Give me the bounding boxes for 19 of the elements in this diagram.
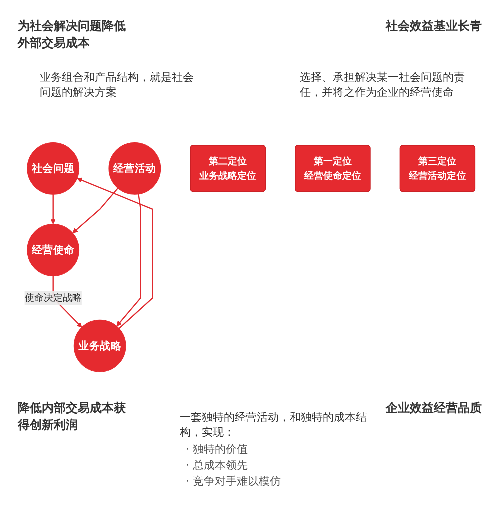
node-circle: 经营活动	[108, 142, 162, 195]
arrow	[116, 194, 142, 327]
description-text: 选择、承担解决某一社会问题的责任，并将之作为企业的经营使命	[300, 70, 466, 100]
node-circle: 社会问题	[27, 142, 80, 195]
description-text: 一套独特的经营活动，和独特的成本结构，实现：	[180, 410, 368, 440]
node-circle: 业务战略	[74, 320, 126, 372]
bullet-item: · 总成本领先	[186, 458, 249, 473]
arrow	[77, 178, 154, 330]
axis-label: 社会效益基业长青	[384, 18, 482, 35]
axis-label: 降低内部交易成本获得创新利润	[18, 400, 127, 434]
description-text: 业务组合和产品结构，就是社会问题的解决方案	[40, 70, 195, 100]
axis-label: 企业效益经营品质	[384, 400, 482, 417]
bullet-item: · 独特的价值	[186, 442, 249, 457]
axis-label: 为社会解决问题降低外部交易成本	[18, 18, 127, 52]
node-circle: 经营使命	[27, 224, 80, 277]
arrow	[50, 194, 56, 225]
edge-label: 使命决定战略	[24, 292, 82, 304]
arrow	[72, 188, 119, 234]
bullet-item: · 竞争对手难以模仿	[186, 474, 282, 489]
